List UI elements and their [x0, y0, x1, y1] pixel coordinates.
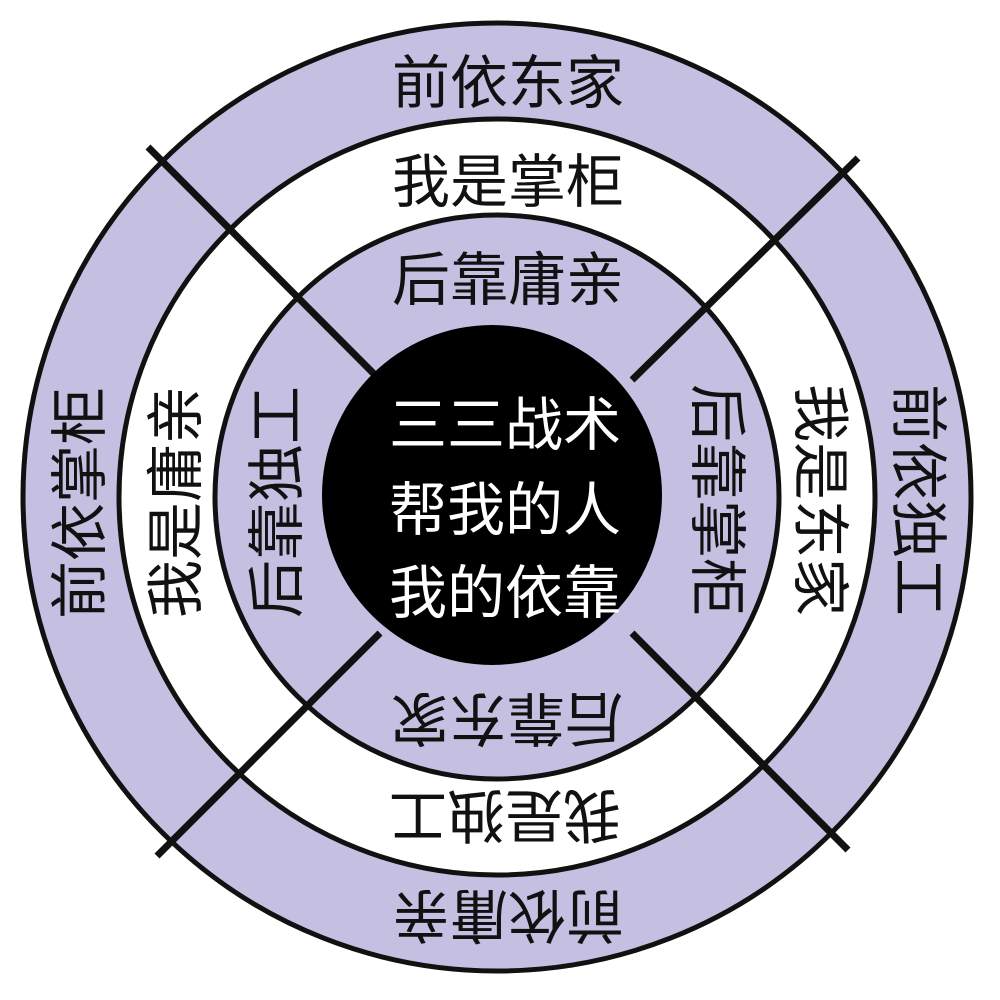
outer-label-left: 前依掌柜 — [46, 387, 114, 619]
divider-lines — [145, 144, 861, 859]
inner-label-left: 后靠独工 — [243, 386, 311, 618]
divider-line-top-left — [145, 144, 383, 383]
outer-label-top: 前依东家 — [392, 49, 624, 117]
outer-label-right: 前依独工 — [884, 384, 952, 616]
middle-label-right: 我是东家 — [786, 384, 854, 616]
center-disk — [322, 325, 662, 665]
inner-label-right: 后靠掌柜 — [683, 384, 751, 616]
center-line-1: 三三战术 — [389, 391, 621, 459]
divider-line-top-right — [629, 155, 861, 383]
middle-label-top: 我是掌柜 — [392, 148, 624, 216]
inner-label-top: 后靠庸亲 — [392, 246, 624, 314]
divider-line-bottom-right — [629, 630, 851, 853]
center-line-2: 帮我的人 — [389, 476, 621, 544]
middle-label-left: 我是庸亲 — [142, 386, 210, 618]
inner-label-bottom: 后靠东家 — [391, 684, 623, 752]
outer-label-bottom: 前依庸亲 — [392, 881, 624, 949]
divider-line-bottom-left — [154, 630, 383, 859]
middle-label-bottom: 我是独工 — [389, 781, 621, 849]
center-line-3: 我的依靠 — [389, 559, 621, 627]
